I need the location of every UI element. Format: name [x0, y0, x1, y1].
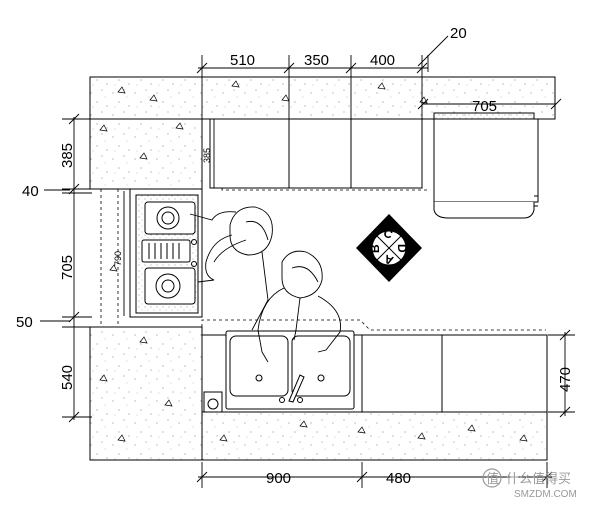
dim-top-350: 350 — [304, 52, 329, 69]
compass-label-d: D — [395, 244, 409, 253]
dim-bottom-480: 480 — [386, 470, 411, 487]
compass-label-b: B — [368, 244, 382, 253]
left-wall-lower — [89, 326, 203, 461]
refrigerator — [433, 112, 539, 219]
dimension-lines — [40, 35, 575, 488]
dim-top-400: 400 — [370, 52, 395, 69]
watermark-url: SMZDM.COM — [514, 489, 577, 500]
dim-cabinet-depth: 385 — [202, 148, 212, 163]
dim-fridge-width: 705 — [472, 98, 497, 115]
counter-dashed-outlines — [100, 188, 546, 331]
wall-cabinet-1 — [209, 118, 290, 189]
burner-top — [144, 201, 196, 235]
dim-left-40: 40 — [22, 183, 39, 200]
dim-right-470: 470 — [557, 367, 574, 392]
dim-left-540: 540 — [59, 365, 76, 390]
wall-hatch-marks — [99, 80, 528, 442]
dimension-labels: 510 350 400 20 705 385 40 705 50 540 385… — [16, 25, 574, 487]
dim-bottom-900: 900 — [266, 470, 291, 487]
left-wall-upper — [89, 118, 203, 190]
dim-top-510: 510 — [230, 52, 255, 69]
dim-top-offset: 20 — [450, 25, 467, 42]
watermark-logo — [482, 468, 502, 488]
walls — [89, 76, 556, 461]
burner-bottom — [144, 267, 196, 305]
dim-left-705: 705 — [59, 255, 76, 280]
grill-plate — [141, 239, 191, 263]
person-figures — [189, 206, 341, 363]
watermark-logo-glyph: 值 — [486, 471, 499, 486]
wall-cabinet-2 — [288, 118, 352, 189]
dim-stove-depth: 790 — [113, 251, 123, 266]
wall-cabinet-3 — [350, 118, 423, 189]
watermark: 值 什么值得买 SMZDM.COM — [482, 468, 577, 500]
double-sink — [225, 330, 355, 410]
dim-left-50: 50 — [16, 314, 33, 331]
top-wall — [89, 76, 556, 120]
bottom-wall — [201, 411, 548, 461]
wall-cabinets — [209, 118, 423, 189]
compass-marker: C D A B — [356, 214, 422, 282]
dim-left-385: 385 — [59, 143, 76, 168]
gas-hob — [141, 201, 197, 305]
watermark-text: 什么值得买 — [506, 471, 571, 486]
